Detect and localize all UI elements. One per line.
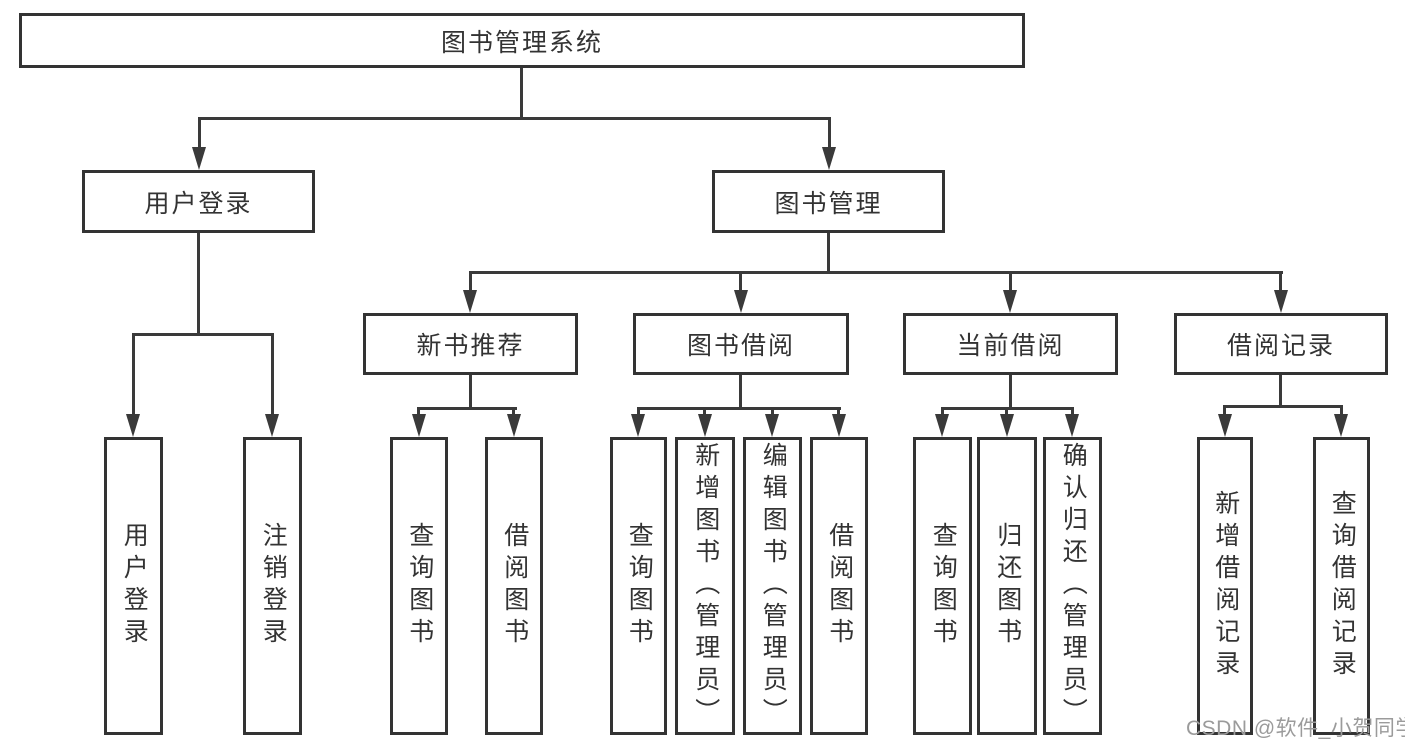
connector-line [197, 233, 200, 336]
connector-line [637, 407, 640, 417]
node-current-borrowing: 当前借阅 [903, 313, 1118, 375]
leaf-confirm-return-admin: 确认归还（管理员） [1043, 437, 1102, 735]
connector-line [512, 407, 515, 417]
arrow-down-icon [822, 147, 836, 170]
connector-line [132, 333, 135, 417]
arrow-down-icon [734, 290, 748, 313]
connector-line [1279, 375, 1282, 408]
connector-line [739, 375, 742, 410]
node-label: 图书管理系统 [440, 28, 603, 57]
leaf-add-books-admin: 新增图书（管理员） [675, 437, 735, 735]
connector-line [739, 271, 742, 293]
leaf-label: 借阅图书 [825, 522, 854, 650]
connector-line [837, 407, 840, 417]
connector-line [469, 271, 1283, 274]
arrow-down-icon [631, 414, 645, 437]
leaf-edit-books-admin: 编辑图书（管理员） [743, 437, 802, 735]
connector-line [1009, 271, 1012, 293]
node-book-borrowing: 图书借阅 [633, 313, 849, 375]
leaf-query-borrow-record: 查询借阅记录 [1313, 437, 1370, 735]
connector-line [469, 271, 472, 293]
leaf-user-login: 用户登录 [104, 437, 163, 735]
connector-line [271, 333, 274, 417]
arrow-down-icon [765, 414, 779, 437]
arrow-down-icon [935, 414, 949, 437]
arrow-down-icon [412, 414, 426, 437]
connector-line [828, 117, 831, 150]
arrow-down-icon [1274, 290, 1288, 313]
connector-line [1279, 271, 1282, 293]
arrow-down-icon [1218, 414, 1232, 437]
connector-line [827, 233, 830, 274]
arrow-down-icon [698, 414, 712, 437]
arrow-down-icon [1003, 290, 1017, 313]
leaf-label: 编辑图书（管理员） [759, 442, 788, 730]
node-label: 图书管理 [774, 189, 883, 218]
arrow-down-icon [463, 290, 477, 313]
connector-line [1009, 375, 1012, 410]
connector-line [198, 117, 831, 120]
arrow-down-icon [192, 147, 206, 170]
node-label: 借阅记录 [1226, 332, 1335, 360]
node-book-management: 图书管理 [712, 170, 945, 233]
leaf-query-books-recommend: 查询图书 [390, 437, 448, 735]
arrow-down-icon [265, 414, 279, 437]
leaf-label: 新增图书（管理员） [691, 442, 720, 730]
arrow-down-icon [1334, 414, 1348, 437]
connector-line [469, 375, 472, 410]
connector-line [1071, 407, 1074, 417]
node-new-book-recommend: 新书推荐 [363, 313, 578, 375]
leaf-return-books: 归还图书 [977, 437, 1037, 735]
leaf-query-books-borrowing: 查询图书 [610, 437, 667, 735]
connector-line [703, 407, 706, 417]
connector-line [1223, 405, 1226, 417]
leaf-label: 用户登录 [120, 522, 149, 650]
connector-line [417, 407, 420, 417]
leaf-borrow-books-recommend: 借阅图书 [485, 437, 543, 735]
leaf-label: 查询图书 [625, 522, 654, 650]
node-label: 用户登录 [144, 189, 253, 218]
connector-line [417, 407, 517, 410]
leaf-label: 查询图书 [929, 522, 958, 650]
leaf-label: 确认归还（管理员） [1059, 442, 1088, 730]
leaf-label: 注销登录 [259, 522, 288, 650]
node-label: 图书借阅 [686, 332, 795, 360]
leaf-borrow-books: 借阅图书 [810, 437, 868, 735]
leaf-label: 查询图书 [405, 522, 434, 650]
connector-line [771, 407, 774, 417]
leaf-label: 查询借阅记录 [1328, 490, 1357, 682]
arrow-down-icon [832, 414, 846, 437]
connector-line [1340, 405, 1343, 417]
connector-line [1223, 405, 1343, 408]
connector-line [1005, 407, 1008, 417]
leaf-add-borrow-record: 新增借阅记录 [1197, 437, 1253, 735]
watermark: CSDN @软件_小贺同学 [1186, 717, 1405, 740]
node-label: 新书推荐 [416, 332, 525, 360]
connector-line [941, 407, 944, 417]
leaf-query-books-current: 查询图书 [913, 437, 972, 735]
leaf-logout: 注销登录 [243, 437, 302, 735]
connector-line [520, 68, 523, 119]
connector-line [198, 117, 201, 150]
node-borrowing-records: 借阅记录 [1174, 313, 1388, 375]
arrow-down-icon [507, 414, 521, 437]
node-label: 当前借阅 [956, 332, 1065, 360]
arrow-down-icon [126, 414, 140, 437]
connector-line [637, 407, 841, 410]
leaf-label: 归还图书 [993, 522, 1022, 650]
leaf-label: 借阅图书 [500, 522, 529, 650]
connector-line [132, 333, 274, 336]
leaf-label: 新增借阅记录 [1211, 490, 1240, 682]
arrow-down-icon [1000, 414, 1014, 437]
node-book-management-system: 图书管理系统 [19, 13, 1025, 68]
node-user-login: 用户登录 [82, 170, 315, 233]
arrow-down-icon [1065, 414, 1079, 437]
